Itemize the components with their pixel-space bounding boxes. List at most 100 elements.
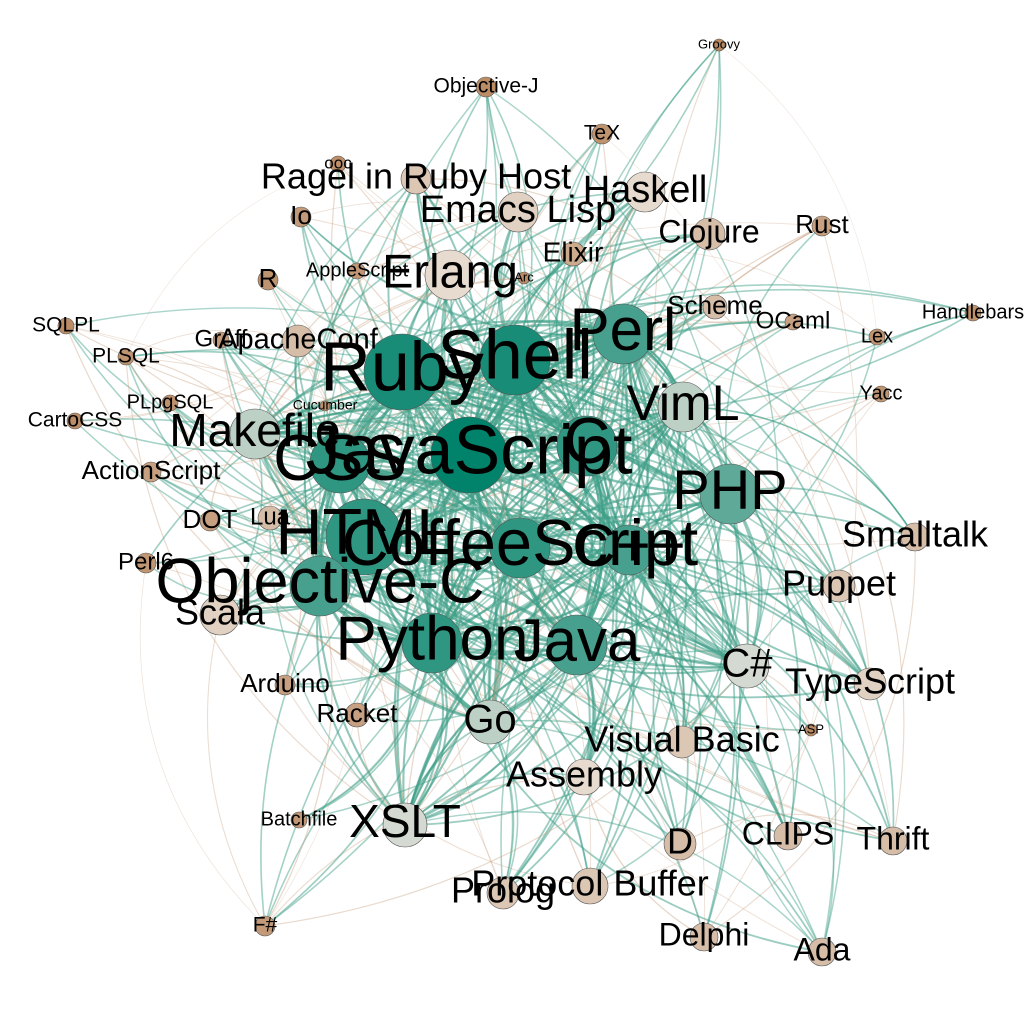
graph-edge — [74, 340, 299, 422]
graph-edge — [502, 445, 615, 894]
graph-edge — [431, 493, 731, 645]
graph-edge — [572, 248, 878, 338]
label-smalltalk: Smalltalk — [842, 514, 989, 555]
node-applescript — [348, 262, 366, 280]
node-groovy — [712, 38, 726, 52]
graph-edge — [514, 359, 840, 587]
graph-edge — [431, 333, 625, 645]
graph-edge — [339, 461, 731, 521]
node-dot — [199, 510, 221, 532]
node-protocol-buffer — [571, 867, 609, 905]
label-haskell: Haskell — [583, 169, 708, 211]
graph-edge — [401, 371, 871, 685]
label-ocaml: OCaml — [756, 307, 831, 334]
graph-edge — [139, 562, 266, 927]
graph-edge — [264, 665, 748, 927]
graph-edge — [404, 359, 524, 826]
node-tex — [591, 123, 613, 145]
label-assembly: Assembly — [506, 754, 662, 795]
label-perl: Perl — [570, 296, 677, 363]
graph-edge — [679, 813, 894, 845]
node-arduino — [274, 674, 296, 696]
graph-edge — [682, 406, 916, 538]
node-scheme — [702, 294, 728, 320]
label-delphi: Delphi — [659, 916, 750, 952]
label-apacheconf: ApacheConf — [218, 324, 379, 356]
label-scheme: Scheme — [667, 290, 762, 320]
graph-edge — [339, 462, 789, 837]
label-makefile: Makefile — [169, 404, 340, 456]
graph-edge — [254, 277, 525, 435]
label-ruby: Ruby — [320, 327, 483, 405]
graph-edge — [363, 536, 871, 699]
label-typescript: TypeScript — [785, 661, 955, 702]
graph-edge — [125, 329, 299, 358]
node-thrift — [878, 826, 908, 856]
graph-edge — [145, 562, 504, 894]
graph-edge — [254, 433, 333, 927]
graph-edge — [150, 471, 731, 560]
graph-edge — [339, 462, 789, 837]
node-racket — [344, 702, 370, 728]
graph-edge — [125, 350, 470, 456]
node-delphi — [689, 922, 719, 952]
graph-edge — [337, 163, 882, 395]
graph-edge — [724, 225, 823, 495]
node-plpgsql — [161, 394, 179, 412]
graph-edge — [404, 644, 578, 826]
graph-edge — [431, 616, 748, 667]
node-handlebars — [964, 304, 982, 322]
node-cucumber — [319, 400, 331, 412]
graph-edge — [74, 418, 521, 549]
graph-edge — [65, 325, 341, 464]
graph-edge — [489, 585, 840, 723]
graph-edge — [485, 86, 731, 495]
node-haskell — [624, 171, 666, 213]
node-css — [309, 432, 371, 494]
graph-edge — [220, 339, 322, 587]
graph-edge — [356, 371, 432, 716]
label-css: CSS — [273, 421, 407, 494]
graph-edge — [489, 721, 823, 953]
label-coffeescript: CoffeeScript — [342, 506, 698, 579]
graph-edge — [254, 396, 916, 538]
graph-edge — [746, 536, 916, 667]
label-erlang: Erlang — [382, 244, 518, 297]
graph-edge — [297, 211, 519, 342]
graph-edge — [404, 133, 612, 826]
graph-edge — [339, 462, 381, 716]
label-handlebars: Handlebars — [922, 301, 1024, 323]
graph-edge — [65, 325, 705, 938]
graph-edge — [339, 406, 684, 485]
graph-edge — [519, 542, 871, 685]
graph-edge — [703, 536, 916, 938]
graph-edge — [714, 306, 905, 842]
label-objective-c: Objective-C — [155, 547, 484, 617]
label-viml: VimL — [626, 375, 739, 431]
graph-edge — [514, 359, 894, 842]
graph-edge — [431, 642, 705, 938]
node-javascript — [430, 416, 508, 494]
node-asp — [804, 723, 818, 737]
node-ada — [807, 937, 837, 967]
graph-edge — [339, 331, 624, 464]
node-scala — [199, 594, 241, 636]
label-prolog: Prolog — [451, 870, 555, 911]
label-cplusplus: C++ — [572, 512, 685, 579]
graph-edge — [264, 454, 472, 927]
graph-edge — [284, 493, 731, 686]
label-actionscript: ActionScript — [82, 455, 221, 485]
label-shell: Shell — [437, 315, 593, 393]
graph-edge — [502, 333, 641, 894]
label-clips: CLIPS — [742, 815, 834, 851]
graph-edge — [601, 133, 823, 731]
label-scala: Scala — [175, 592, 266, 633]
node-smalltalk — [900, 522, 930, 552]
node-puppet — [822, 569, 856, 603]
graph-edge — [125, 163, 339, 358]
graph-edge — [254, 277, 525, 435]
node-actionscript — [140, 461, 162, 483]
graph-edge — [401, 369, 840, 587]
label-arduino: Arduino — [240, 668, 330, 698]
